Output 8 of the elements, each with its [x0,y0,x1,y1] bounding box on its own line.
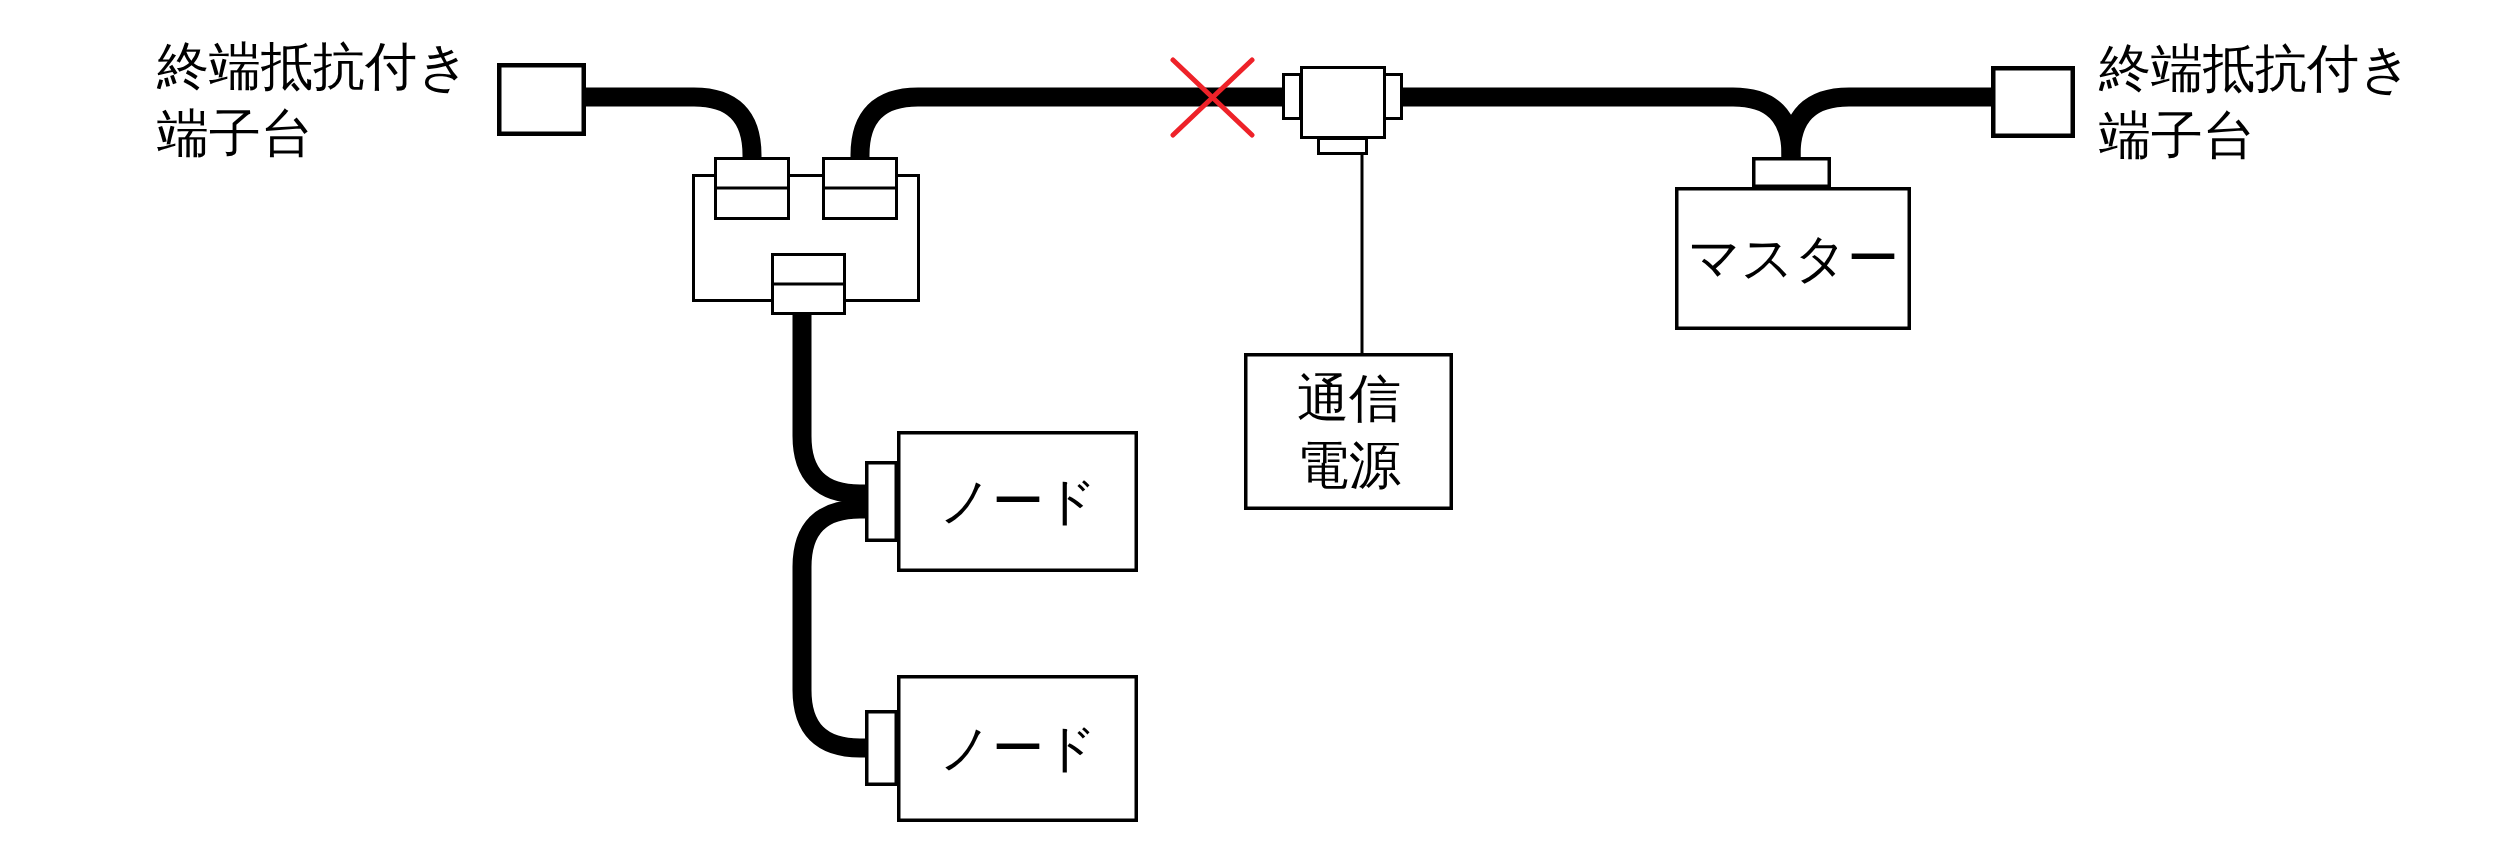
device-label: 終端抵抗付き端子台 [2099,37,2413,167]
wire [1360,155,1364,353]
device-label: ノード [938,717,1097,780]
device-label: ノード [938,470,1097,533]
device-label: 終端抵抗付き端子台 [157,35,471,165]
cable [1255,87,1282,107]
device-label: 通信電源 [1295,366,1402,497]
device-label: マスター [1687,227,1899,290]
